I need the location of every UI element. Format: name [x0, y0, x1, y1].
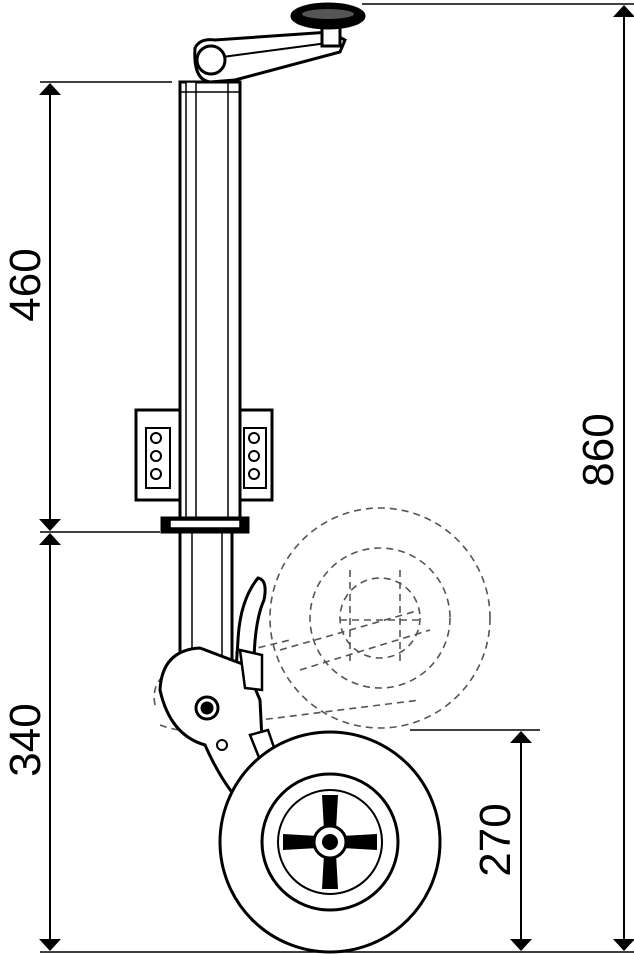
extension-lines — [40, 3, 634, 953]
dim-label-upper-tube: 460 — [1, 248, 50, 321]
dimension-lines — [39, 5, 634, 951]
dim-label-wheel-height: 270 — [471, 803, 520, 876]
tube-collar — [160, 516, 250, 534]
wheel — [218, 730, 442, 954]
wheel-spokes — [283, 795, 377, 889]
dim-label-lower-section: 340 — [1, 703, 50, 776]
crank-handle — [193, 2, 366, 84]
dim-label-total-height: 860 — [574, 413, 623, 486]
inner-tube — [178, 530, 234, 664]
clamp-bracket — [134, 408, 274, 502]
upper-tube — [178, 80, 242, 520]
